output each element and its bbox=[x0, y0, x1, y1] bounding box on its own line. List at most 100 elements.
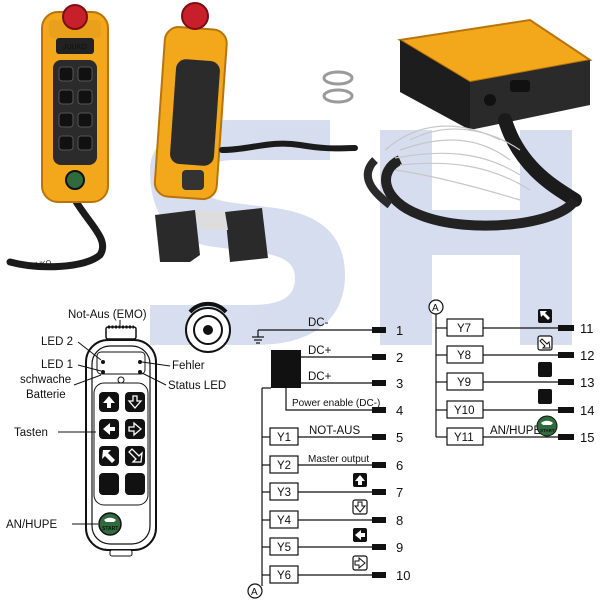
start-button-label: START bbox=[102, 526, 118, 532]
connector-a-top: A bbox=[428, 299, 444, 315]
remote-keys: 1 2 bbox=[99, 392, 145, 495]
arrow-down-right-icon bbox=[537, 335, 553, 351]
remote-front-brand: JUUKO bbox=[63, 44, 87, 51]
arrow-right-icon bbox=[352, 555, 368, 571]
key-1-label: 1 bbox=[105, 477, 113, 493]
relay-y9-label: Y9 bbox=[457, 377, 471, 389]
remote-side-photo bbox=[153, 2, 358, 201]
key-1-icon-text: 1 bbox=[542, 365, 548, 377]
relay-y8-label: Y8 bbox=[457, 350, 471, 362]
key-right bbox=[125, 419, 145, 439]
status-led-label: Status LED bbox=[168, 380, 226, 392]
start-button: START bbox=[98, 512, 122, 536]
relay-y4: Y4 8 bbox=[262, 499, 403, 529]
terminal-14: 14 bbox=[580, 403, 594, 418]
key-1 bbox=[99, 473, 119, 495]
dc-plus-label-2: DC+ bbox=[308, 371, 332, 383]
rubber-holders bbox=[155, 208, 268, 262]
relay-y4-label: Y4 bbox=[277, 515, 292, 527]
relay-y11-function: AN/HUPE bbox=[490, 425, 541, 437]
battery-low-label: schwache bbox=[20, 374, 71, 386]
power-enable-label: Power enable (DC-) bbox=[292, 398, 380, 409]
terminal-1: 1 bbox=[396, 323, 403, 338]
terminal-12: 12 bbox=[580, 348, 594, 363]
relay-y6-label: Y6 bbox=[277, 570, 291, 582]
emo-rotary-icon bbox=[185, 301, 231, 353]
buttons-label: Tasten bbox=[14, 427, 48, 439]
emo-label: Not-Aus (EMO) bbox=[68, 309, 147, 321]
remote-callouts: Not-Aus (EMO) LED 2 LED 1 schwache Batte… bbox=[6, 309, 226, 531]
wiring-diagram-left: DC- 1 DC+ 2 DC+ 3 Power enable (DC-) 4 Y… bbox=[247, 317, 410, 599]
product-photo: JUUKO JUUKO 1 2 bbox=[6, 2, 593, 345]
arrow-up-left-icon bbox=[538, 309, 552, 323]
relay-y1-label: Y1 bbox=[277, 432, 291, 444]
horn-label: AN/HUPE bbox=[6, 519, 57, 531]
terminal-3: 3 bbox=[396, 376, 403, 391]
terminal-5: 5 bbox=[396, 430, 403, 445]
relay-y11-label: Y11 bbox=[454, 432, 474, 444]
fault-label: Fehler bbox=[172, 360, 205, 372]
relay-y5: Y5 9 bbox=[262, 528, 403, 556]
emo-button bbox=[105, 325, 137, 340]
arrow-down-icon bbox=[352, 499, 368, 515]
arrow-left-icon bbox=[353, 528, 367, 542]
dc-plus-label-1: DC+ bbox=[308, 345, 332, 357]
dc-minus-label: DC- bbox=[308, 317, 329, 329]
terminal-13: 13 bbox=[580, 375, 594, 390]
remote-front-key2: 2 bbox=[82, 139, 87, 149]
connector-a-bottom: A bbox=[247, 583, 263, 599]
relay-y8: Y8 12 bbox=[436, 335, 594, 364]
lanyard-brand: JUUKO bbox=[27, 260, 52, 270]
ground-icon bbox=[252, 330, 264, 344]
led2-indicator bbox=[101, 360, 105, 364]
fault-led-indicator bbox=[138, 360, 142, 364]
terminal-8: 8 bbox=[396, 513, 403, 528]
relay-y2-function: Master output bbox=[308, 454, 369, 465]
relay-y6: Y6 10 bbox=[262, 555, 410, 584]
relay-y3: Y3 7 bbox=[262, 473, 403, 501]
status-led-indicator bbox=[138, 370, 142, 374]
relay-y11: Y11 AN/HUPE START 15 bbox=[436, 415, 594, 446]
cable-clamps bbox=[322, 70, 354, 104]
terminal-2: 2 bbox=[396, 350, 403, 365]
relay-y3-label: Y3 bbox=[277, 487, 291, 499]
relay-y9: Y9 1 13 bbox=[436, 362, 594, 391]
wiring-diagram-right: A Y7 11 Y8 12 bbox=[428, 299, 594, 446]
led1-indicator bbox=[101, 370, 105, 374]
power-module bbox=[271, 350, 301, 388]
remote-front-key1: 1 bbox=[63, 139, 68, 149]
relay-y1-function: NOT-AUS bbox=[309, 425, 360, 437]
relay-y10: Y10 2 14 bbox=[436, 389, 594, 419]
arrow-up-icon bbox=[353, 473, 367, 487]
connector-a-top-label: A bbox=[432, 303, 439, 314]
key-2-label: 2 bbox=[131, 477, 139, 493]
key-2 bbox=[125, 473, 145, 495]
start-icon: START bbox=[536, 415, 558, 437]
battery-low-label-2: Batterie bbox=[26, 389, 66, 401]
receiver-box-photo bbox=[363, 18, 593, 231]
relay-y10-label: Y10 bbox=[454, 405, 474, 417]
terminal-7: 7 bbox=[396, 485, 403, 500]
terminal-10: 10 bbox=[396, 568, 410, 583]
terminal-15: 15 bbox=[580, 430, 594, 445]
remote-body bbox=[85, 339, 157, 551]
key-down bbox=[125, 392, 145, 412]
terminal-9: 9 bbox=[396, 540, 403, 555]
relay-y7-label: Y7 bbox=[457, 323, 471, 335]
key-2-icon: 2 bbox=[538, 389, 552, 404]
terminal-11: 11 bbox=[580, 321, 594, 336]
key-2-icon-text: 2 bbox=[542, 392, 548, 404]
led1-label: LED 1 bbox=[41, 359, 73, 371]
led2-label: LED 2 bbox=[41, 336, 73, 348]
relay-y1: Y1 NOT-AUS 5 bbox=[262, 425, 403, 446]
remote-diagram: 1 2 START Not-Aus (EMO) LED 2 LED 1 schw… bbox=[6, 301, 231, 557]
connector-a-bottom-label: A bbox=[251, 587, 258, 598]
relay-y7: Y7 11 bbox=[436, 309, 594, 337]
start-icon-text: START bbox=[540, 428, 555, 433]
remote-front-photo: JUUKO 1 2 bbox=[41, 4, 109, 203]
terminal-4: 4 bbox=[396, 403, 403, 418]
lanyard bbox=[6, 196, 107, 271]
relay-y5-label: Y5 bbox=[277, 542, 291, 554]
relay-y2: Y2 Master output 6 bbox=[262, 454, 403, 474]
